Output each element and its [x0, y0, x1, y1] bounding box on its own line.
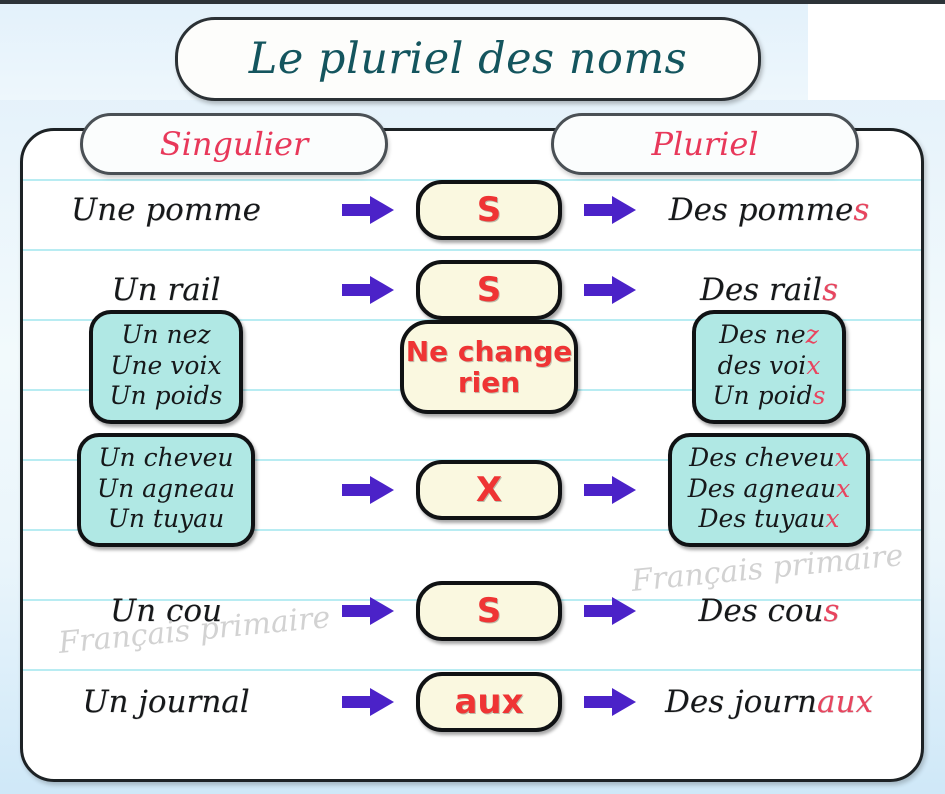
rule-label: S — [476, 591, 502, 631]
rule-pill: S — [416, 581, 562, 641]
plural-word: Des journaux — [665, 684, 873, 720]
plural-group-item: Un poids — [712, 381, 826, 411]
rule-label: aux — [454, 682, 524, 722]
rule-cell: aux — [400, 672, 578, 732]
plural-cell: Des journaux — [642, 684, 896, 720]
plural-group-item: Des nez — [719, 320, 819, 350]
singular-word: Un journal — [82, 684, 250, 720]
plural-cell: Des rails — [642, 272, 896, 308]
singular-word: Un cou — [110, 593, 222, 629]
rule-row: Un journal aux Des journaux — [0, 672, 898, 732]
column-header-singular: Singulier — [80, 113, 388, 175]
plural-group-item: Des tuyaux — [698, 504, 840, 534]
arrow-right-icon — [342, 276, 394, 304]
singular-group-item: Un tuyau — [107, 504, 225, 534]
rule-cell: S — [400, 180, 578, 240]
arrow-cell-right — [578, 596, 642, 626]
rule-row: Un rail S Des rails — [0, 260, 898, 320]
singular-group-item: Un agneau — [97, 473, 235, 503]
arrow-cell-left — [336, 475, 400, 505]
singular-group-box: Un nez Une voix Un poids — [89, 310, 243, 424]
singular-group-box: Un cheveu Un agneau Un tuyau — [77, 433, 255, 547]
singular-cell: Un journal — [0, 684, 336, 720]
rule-pill: X — [416, 460, 562, 520]
arrow-right-icon — [342, 688, 394, 716]
singular-cell: Une pomme — [0, 192, 336, 228]
arrow-right-icon — [342, 476, 394, 504]
arrow-cell-left — [336, 596, 400, 626]
arrow-right-icon — [584, 276, 636, 304]
plural-cell: Des nez des voix Un poids — [642, 310, 896, 424]
rule-label: S — [476, 190, 502, 230]
plural-cell: Des cous — [642, 593, 896, 629]
plural-group-box: Des cheveux Des agneaux Des tuyaux — [667, 433, 871, 547]
plural-word: Des cous — [699, 593, 840, 629]
top-dark-strip — [0, 0, 945, 4]
plural-cell: Des cheveux Des agneaux Des tuyaux — [642, 433, 896, 547]
rule-pill: S — [416, 260, 562, 320]
plural-ending: s — [853, 192, 870, 228]
plural-cell: Des pommes — [642, 192, 896, 228]
rule-row: Un cou S Des cous — [0, 581, 898, 641]
rule-pill: S — [416, 180, 562, 240]
singular-cell: Un rail — [0, 272, 336, 308]
arrow-cell-left — [336, 687, 400, 717]
plural-stem: Des pomme — [668, 192, 854, 228]
arrow-right-icon — [584, 688, 636, 716]
rule-row: Une pomme S Des pommes — [0, 180, 898, 240]
arrow-cell-left — [336, 275, 400, 305]
arrow-cell-right — [578, 475, 642, 505]
singular-group-item: Un nez — [121, 320, 211, 350]
rule-pill: aux — [416, 672, 562, 732]
column-header-plural-label: Pluriel — [651, 125, 759, 163]
singular-cell: Un nez Une voix Un poids — [0, 310, 336, 424]
rule-cell: Ne change rien — [400, 320, 578, 414]
singular-word: Un rail — [111, 272, 221, 308]
singular-word: Une pomme — [71, 192, 261, 228]
rule-row: Un nez Une voix Un poids Ne change rien … — [0, 310, 898, 424]
singular-cell: Un cou — [0, 593, 336, 629]
plural-word: Des pommes — [669, 192, 870, 228]
arrow-right-icon — [584, 196, 636, 224]
rule-label: S — [476, 270, 502, 310]
arrow-right-icon — [584, 597, 636, 625]
arrow-right-icon — [342, 597, 394, 625]
rule-cell: S — [400, 260, 578, 320]
plural-stem: Des rail — [699, 272, 823, 308]
plural-word: Des rails — [700, 272, 838, 308]
singular-cell: Un cheveu Un agneau Un tuyau — [0, 433, 336, 547]
rule-label: X — [475, 470, 503, 510]
arrow-right-icon — [584, 476, 636, 504]
arrow-cell-right — [578, 275, 642, 305]
rule-cell: X — [400, 460, 578, 520]
plural-stem: Des cou — [698, 593, 824, 629]
plural-group-item: Des agneaux — [687, 473, 851, 503]
rule-cell: S — [400, 581, 578, 641]
plural-ending: s — [823, 593, 840, 629]
rule-label: Ne change rien — [405, 334, 573, 399]
top-right-white-patch — [808, 0, 945, 100]
plural-group-item: Des cheveux — [689, 443, 849, 473]
singular-group-item: Une voix — [110, 350, 222, 380]
plural-group-box: Des nez des voix Un poids — [692, 310, 846, 424]
singular-group-item: Un poids — [109, 381, 223, 411]
arrow-right-icon — [342, 196, 394, 224]
plural-stem: Des journ — [665, 684, 818, 720]
rule-row: Un cheveu Un agneau Un tuyau X Des cheve… — [0, 433, 898, 547]
arrow-cell-right — [578, 687, 642, 717]
column-header-plural: Pluriel — [551, 113, 859, 175]
plural-ending: aux — [817, 684, 873, 720]
arrow-cell-left — [336, 195, 400, 225]
singular-group-item: Un cheveu — [98, 443, 234, 473]
arrow-cell-right — [578, 195, 642, 225]
page-title-pill: Le pluriel des noms — [175, 17, 761, 101]
page-title: Le pluriel des noms — [248, 34, 688, 84]
rule-pill: Ne change rien — [400, 320, 578, 414]
plural-ending: s — [822, 272, 838, 308]
plural-group-item: des voix — [717, 350, 821, 380]
column-header-singular-label: Singulier — [159, 125, 309, 163]
